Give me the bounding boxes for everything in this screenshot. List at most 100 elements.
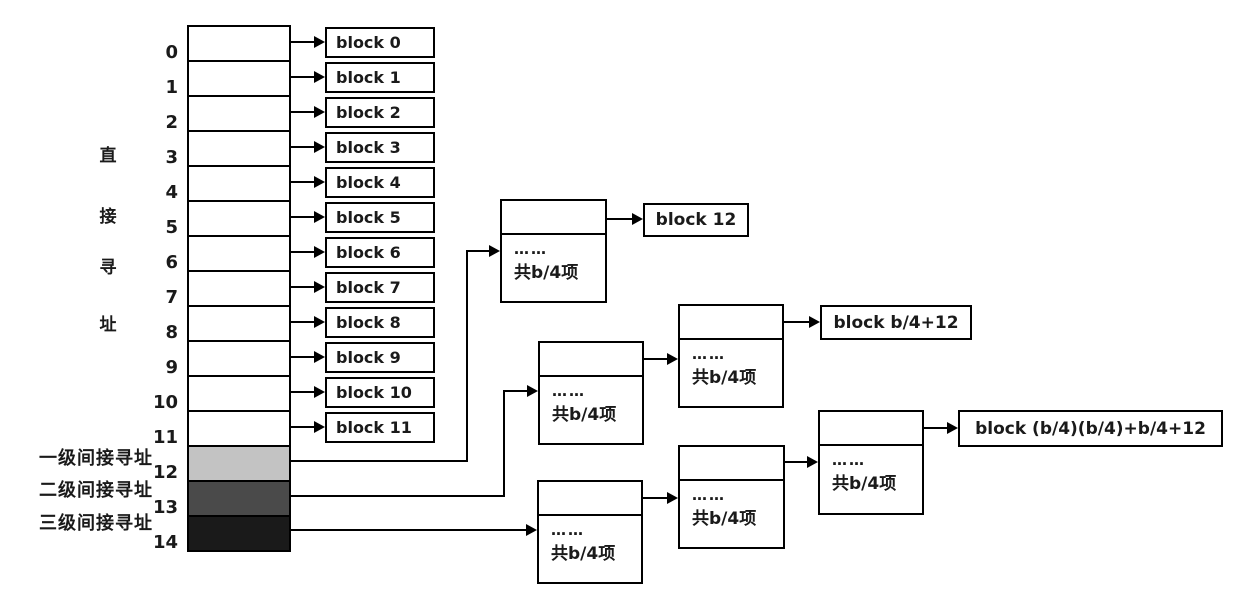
direct-block-box: block 8: [325, 307, 435, 338]
direct-addressing-label-char: 寻: [99, 258, 117, 278]
index-number: 3: [165, 147, 178, 168]
double-indirect-label: 二级间接寻址: [39, 480, 153, 501]
direct-block-box: block 10: [325, 377, 435, 408]
ellipsis-text: ……: [692, 486, 726, 504]
direct-pointer-cell-9: [189, 342, 289, 377]
direct-pointer-cell-2: [189, 97, 289, 132]
ellipsis-text: ……: [514, 240, 548, 258]
pointer-cell: [502, 201, 605, 235]
direct-block-box: block 3: [325, 132, 435, 163]
arrowhead-icon: [947, 422, 958, 434]
direct-pointer-cell-0: [189, 27, 289, 62]
direct-pointer-cell-3: [189, 132, 289, 167]
direct-pointer-cell-4: [189, 167, 289, 202]
connector-line: [605, 218, 633, 220]
triple-indirect-table-level3: …… 共b/4项: [818, 410, 924, 515]
arrowhead-icon: [807, 456, 818, 468]
pointer-cell: [680, 306, 782, 340]
direct-blocks-column: block 0 block 1 block 2 block 3 block 4 …: [325, 27, 435, 447]
index-number: 11: [152, 427, 178, 448]
index-number: 1: [165, 77, 178, 98]
connector-line: [922, 427, 948, 429]
connector-line: [466, 250, 490, 252]
double-indirect-table-level1: …… 共b/4项: [538, 341, 644, 445]
direct-pointer-cell-10: [189, 377, 289, 412]
connector-line: [289, 460, 468, 462]
arrow-icon: [289, 71, 325, 83]
index-number: 2: [165, 112, 178, 133]
arrow-icon: [289, 246, 325, 258]
direct-pointer-cell-8: [189, 307, 289, 342]
arrow-icon: [289, 316, 325, 328]
entries-note: …… 共b/4项: [832, 451, 897, 495]
direct-addressing-label-char: 直: [99, 146, 117, 166]
inode-pointer-table: [187, 25, 291, 552]
index-number: 4: [165, 182, 178, 203]
direct-pointer-cell-11: [189, 412, 289, 447]
triple-indirect-table-level2: …… 共b/4项: [678, 445, 785, 549]
index-number: 12: [152, 462, 178, 483]
ellipsis-text: ……: [692, 345, 726, 363]
pointer-cell: [680, 447, 783, 481]
arrowhead-icon: [667, 353, 678, 365]
direct-block-box: block 1: [325, 62, 435, 93]
double-indirect-table-level2: …… 共b/4项: [678, 304, 784, 408]
arrow-icon: [289, 351, 325, 363]
arrowhead-icon: [809, 316, 820, 328]
connector-line: [503, 390, 505, 497]
block-b4-12-box: block b/4+12: [820, 305, 972, 340]
block-12-box: block 12: [643, 203, 749, 237]
index-number: 9: [165, 357, 178, 378]
connector-line: [289, 529, 527, 531]
index-number: 13: [152, 497, 178, 518]
pointer-cell: [539, 482, 641, 516]
pointer-cell: [820, 412, 922, 446]
direct-block-box: block 6: [325, 237, 435, 268]
connector-line: [641, 497, 668, 499]
entries-note: …… 共b/4项: [552, 384, 617, 426]
connector-line: [289, 495, 505, 497]
entries-count-text: 共b/4项: [514, 263, 579, 283]
double-indirect-pointer-cell: [189, 482, 289, 517]
entries-note: …… 共b/4项: [692, 345, 757, 389]
connector-line: [642, 358, 668, 360]
arrow-icon: [289, 141, 325, 153]
arrow-icon: [289, 281, 325, 293]
index-number: 5: [165, 217, 178, 238]
index-number: 0: [165, 42, 178, 63]
direct-addressing-label-char: 接: [99, 207, 117, 227]
arrowhead-icon: [489, 245, 500, 257]
entries-count-text: 共b/4项: [552, 405, 617, 425]
arrowhead-icon: [526, 524, 537, 536]
direct-block-box: block 9: [325, 342, 435, 373]
index-number: 14: [152, 532, 178, 553]
entries-count-text: 共b/4项: [551, 544, 616, 564]
single-indirect-table: …… 共b/4项: [500, 199, 607, 303]
arrow-icon: [289, 176, 325, 188]
arrowhead-icon: [527, 385, 538, 397]
direct-pointer-cell-7: [189, 272, 289, 307]
direct-pointer-cell-1: [189, 62, 289, 97]
index-number-column: 0 1 2 3 4 5 6 7 8 9 10 11 12 13 14: [126, 35, 178, 560]
entries-count-text: 共b/4项: [692, 368, 757, 388]
direct-block-box: block 11: [325, 412, 435, 443]
entries-note: …… 共b/4项: [514, 240, 579, 284]
ellipsis-text: ……: [832, 451, 866, 469]
triple-indirect-pointer-cell: [189, 517, 289, 550]
entries-count-text: 共b/4项: [832, 474, 897, 494]
connector-line: [782, 321, 810, 323]
triple-indirect-table-level1: …… 共b/4项: [537, 480, 643, 584]
entries-note: …… 共b/4项: [551, 523, 616, 565]
arrowhead-icon: [667, 492, 678, 504]
direct-pointer-cell-6: [189, 237, 289, 272]
pointer-cell: [540, 343, 642, 377]
direct-block-box: block 7: [325, 272, 435, 303]
index-number: 7: [165, 287, 178, 308]
entries-note: …… 共b/4项: [692, 486, 756, 530]
arrow-icon: [289, 386, 325, 398]
triple-indirect-label: 三级间接寻址: [39, 513, 153, 534]
index-number: 10: [152, 392, 178, 413]
index-number: 8: [165, 322, 178, 343]
single-indirect-pointer-cell: [189, 447, 289, 482]
